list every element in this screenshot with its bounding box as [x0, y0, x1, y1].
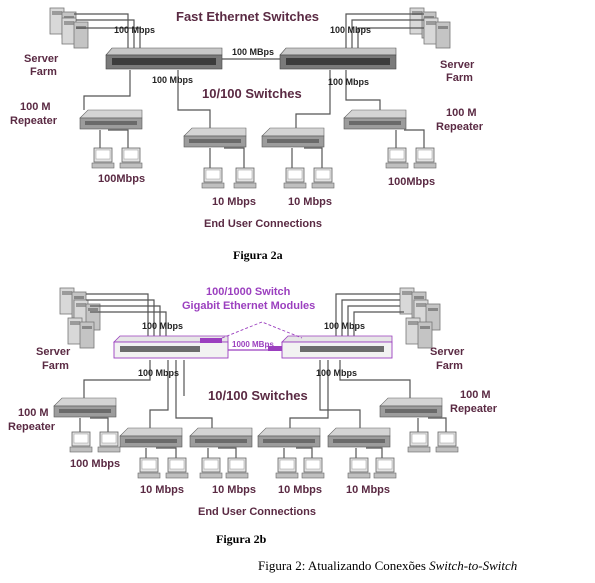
speed-label: 100 Mbps — [138, 368, 180, 378]
user-speed-label: 10 Mbps — [346, 484, 391, 496]
user-speed-label: 100Mbps — [98, 173, 146, 185]
server-farm-label: Farm — [436, 360, 463, 372]
repeater-left-b — [53, 397, 117, 418]
main-caption-text: Figura 2: Atualizando Conexões — [258, 558, 430, 573]
server-farm-label: Farm — [446, 72, 473, 84]
switch-10-100-right-a — [261, 127, 325, 148]
user-speed-label: 10 Mbps — [278, 484, 323, 496]
end-user-label: End User Connections — [204, 218, 322, 230]
repeater-label: Repeater — [436, 121, 484, 133]
repeater-label: Repeater — [8, 421, 56, 433]
speed-label: 100 Mbps — [316, 368, 358, 378]
switch-10-100-b-2 — [189, 427, 253, 448]
user-speed-label: 10 Mbps — [212, 484, 257, 496]
gigabit-title-line1: 100/1000 Switch — [206, 286, 291, 298]
gigabit-switch-right — [268, 335, 393, 359]
server-farm-label: Server — [24, 53, 59, 65]
gigabit-switch-left — [113, 335, 229, 359]
switch-10-100-b-1 — [119, 427, 183, 448]
user-speed-label: 10 Mbps — [288, 196, 333, 208]
switch-10-100-left-a — [183, 127, 247, 148]
repeater-label: Repeater — [10, 115, 58, 127]
user-speed-label: 10 Mbps — [140, 484, 185, 496]
server-farm-label: Server — [430, 346, 465, 358]
figure-b — [53, 287, 459, 479]
repeater-label: Repeater — [450, 403, 498, 415]
repeater-left-a — [79, 109, 143, 130]
switch-10-100-b-3 — [257, 427, 321, 448]
trunk-speed-label: 100 MBps — [232, 47, 275, 57]
repeater-label: 100 M — [446, 107, 477, 119]
gigabit-trunk-speed-label: 1000 MBps — [232, 340, 274, 349]
server-farm-label: Farm — [42, 360, 69, 372]
speed-label: 100 Mbps — [142, 321, 184, 331]
speed-label: 100 Mbps — [114, 25, 156, 35]
switches-label: 10/100 Switches — [202, 86, 302, 101]
user-speed-label: 10 Mbps — [212, 196, 257, 208]
gigabit-title-line2: Gigabit Ethernet Modules — [182, 300, 316, 312]
fast-ethernet-switch-left — [105, 47, 223, 70]
main-caption-italic: Switch-to-Switch — [429, 558, 518, 573]
end-user-label: End User Connections — [198, 506, 316, 518]
speed-label: 100 Mbps — [324, 321, 366, 331]
speed-label: 100 Mbps — [328, 77, 370, 87]
fast-ethernet-title: Fast Ethernet Switches — [176, 9, 320, 24]
switch-10-100-b-4 — [327, 427, 391, 448]
user-speed-label: 100Mbps — [388, 176, 436, 188]
figure-a-caption: Figura 2a — [233, 248, 283, 262]
server-farm-label: Farm — [30, 66, 57, 78]
main-caption: Figura 2: Atualizando Conexões Switch-to… — [258, 558, 517, 574]
repeater-right-b — [379, 397, 443, 418]
user-speed-label: 100 Mbps — [70, 458, 121, 470]
repeater-label: 100 M — [20, 101, 51, 113]
switches-label: 10/100 Switches — [208, 388, 308, 403]
fast-ethernet-switch-right — [279, 47, 397, 70]
repeater-label: 100 M — [460, 389, 491, 401]
speed-label: 100 Mbps — [330, 25, 372, 35]
figure-a — [49, 7, 451, 189]
server-farm-label: Server — [36, 346, 71, 358]
server-farm-label: Server — [440, 59, 475, 71]
speed-label: 100 Mbps — [152, 75, 194, 85]
figure-b-caption: Figura 2b — [216, 532, 267, 546]
repeater-right-a — [343, 109, 407, 130]
repeater-label: 100 M — [18, 407, 49, 419]
